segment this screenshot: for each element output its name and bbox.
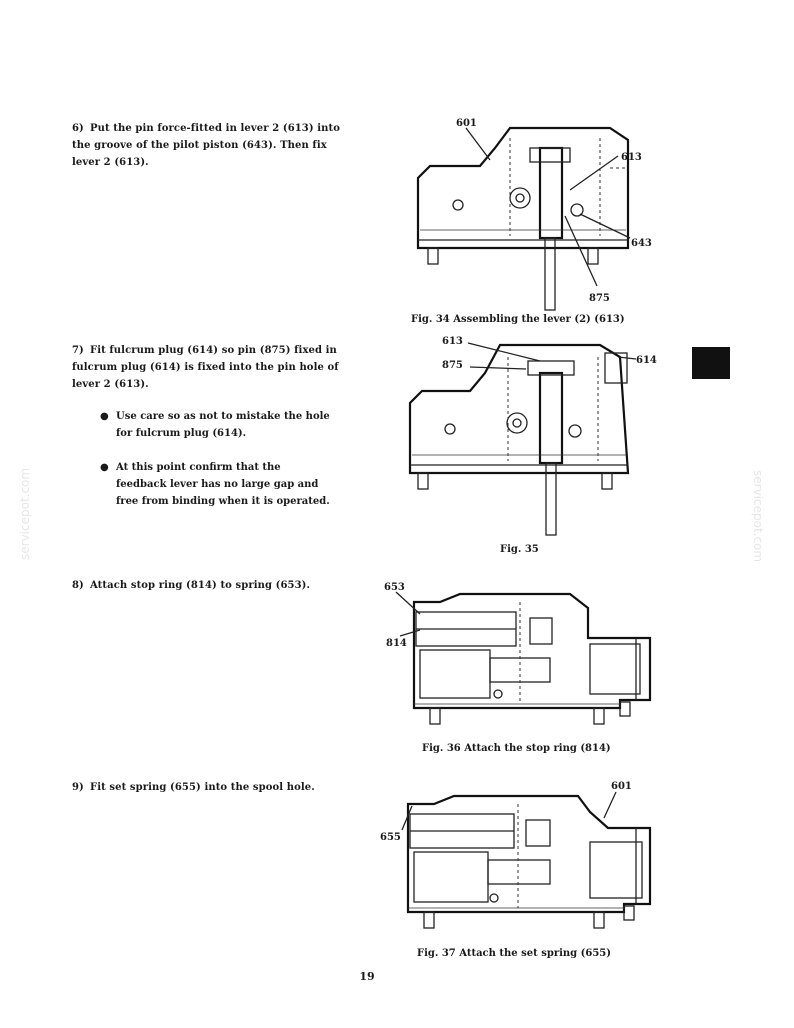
fig34-label-643: 643	[631, 238, 652, 249]
figure-36: 653 814	[380, 578, 655, 738]
fig37-label-655: 655	[380, 832, 401, 843]
step-8-number: 8)	[72, 580, 84, 591]
step-8-text: Attach stop ring (814) to spring (653).	[90, 580, 311, 591]
fig37-caption: Fig. 37 Attach the set spring (655)	[417, 948, 611, 959]
fig35-label-875: 875	[442, 360, 463, 371]
fig36-label-653: 653	[384, 582, 405, 593]
fig34-label-875: 875	[589, 293, 610, 304]
step-6: 6)Put the pin force-fitted in lever 2 (6…	[72, 120, 357, 171]
step-9-text: Fit set spring (655) into the spool hole…	[90, 782, 315, 793]
fig36-label-814: 814	[386, 638, 407, 649]
figure-37-drawing: 601 655	[380, 781, 652, 929]
page-number: 19	[359, 970, 375, 983]
step-7-number: 7)	[72, 345, 84, 356]
figure-35: 613 875 614	[400, 333, 660, 538]
note-2: ● At this point confirm that the feedbac…	[100, 459, 334, 510]
step-7: 7)Fit fulcrum plug (614) so pin (875) fi…	[72, 342, 357, 393]
fig35-label-614: 614	[636, 355, 657, 366]
fig37-label-601: 601	[611, 781, 632, 792]
watermark-right: servicepot.com	[751, 470, 765, 563]
figure-36-drawing: 653 814	[384, 582, 652, 725]
bullet-icon: ●	[100, 411, 109, 422]
watermark-left: servicepot.com	[18, 467, 32, 560]
figure-35-drawing: 613 875 614	[408, 336, 657, 536]
step-6-text: Put the pin force-fitted in lever 2 (613…	[72, 123, 341, 168]
step-8: 8) Attach stop ring (814) to spring (653)…	[72, 577, 372, 594]
bullet-icon: ●	[100, 462, 109, 473]
step-6-number: 6)	[72, 123, 84, 134]
fig36-caption: Fig. 36 Attach the stop ring (814)	[422, 743, 611, 754]
step-7-text: Fit fulcrum plug (614) so pin (875) fixe…	[72, 345, 339, 390]
figure-34: 601 613 643 875	[400, 118, 660, 313]
fig34-label-601: 601	[456, 118, 477, 129]
note-2-text: At this point confirm that the feedback …	[116, 462, 330, 507]
step-9: 9) Fit set spring (655) into the spool ho…	[72, 779, 372, 796]
fig34-label-613: 613	[621, 152, 642, 163]
fig35-caption: Fig. 35	[500, 544, 539, 555]
section-tab-marker	[692, 347, 730, 379]
fig34-caption: Fig. 34 Assembling the lever (2) (613)	[411, 314, 625, 325]
step-9-number: 9)	[72, 782, 84, 793]
note-1-text: Use care so as not to mistake the hole f…	[116, 411, 330, 439]
note-1: ● Use care so as not to mistake the hole…	[100, 408, 334, 442]
figure-34-drawing: 601 613 643 875	[416, 118, 652, 311]
figure-37: 601 655	[378, 778, 653, 943]
fig35-label-613: 613	[442, 336, 463, 347]
